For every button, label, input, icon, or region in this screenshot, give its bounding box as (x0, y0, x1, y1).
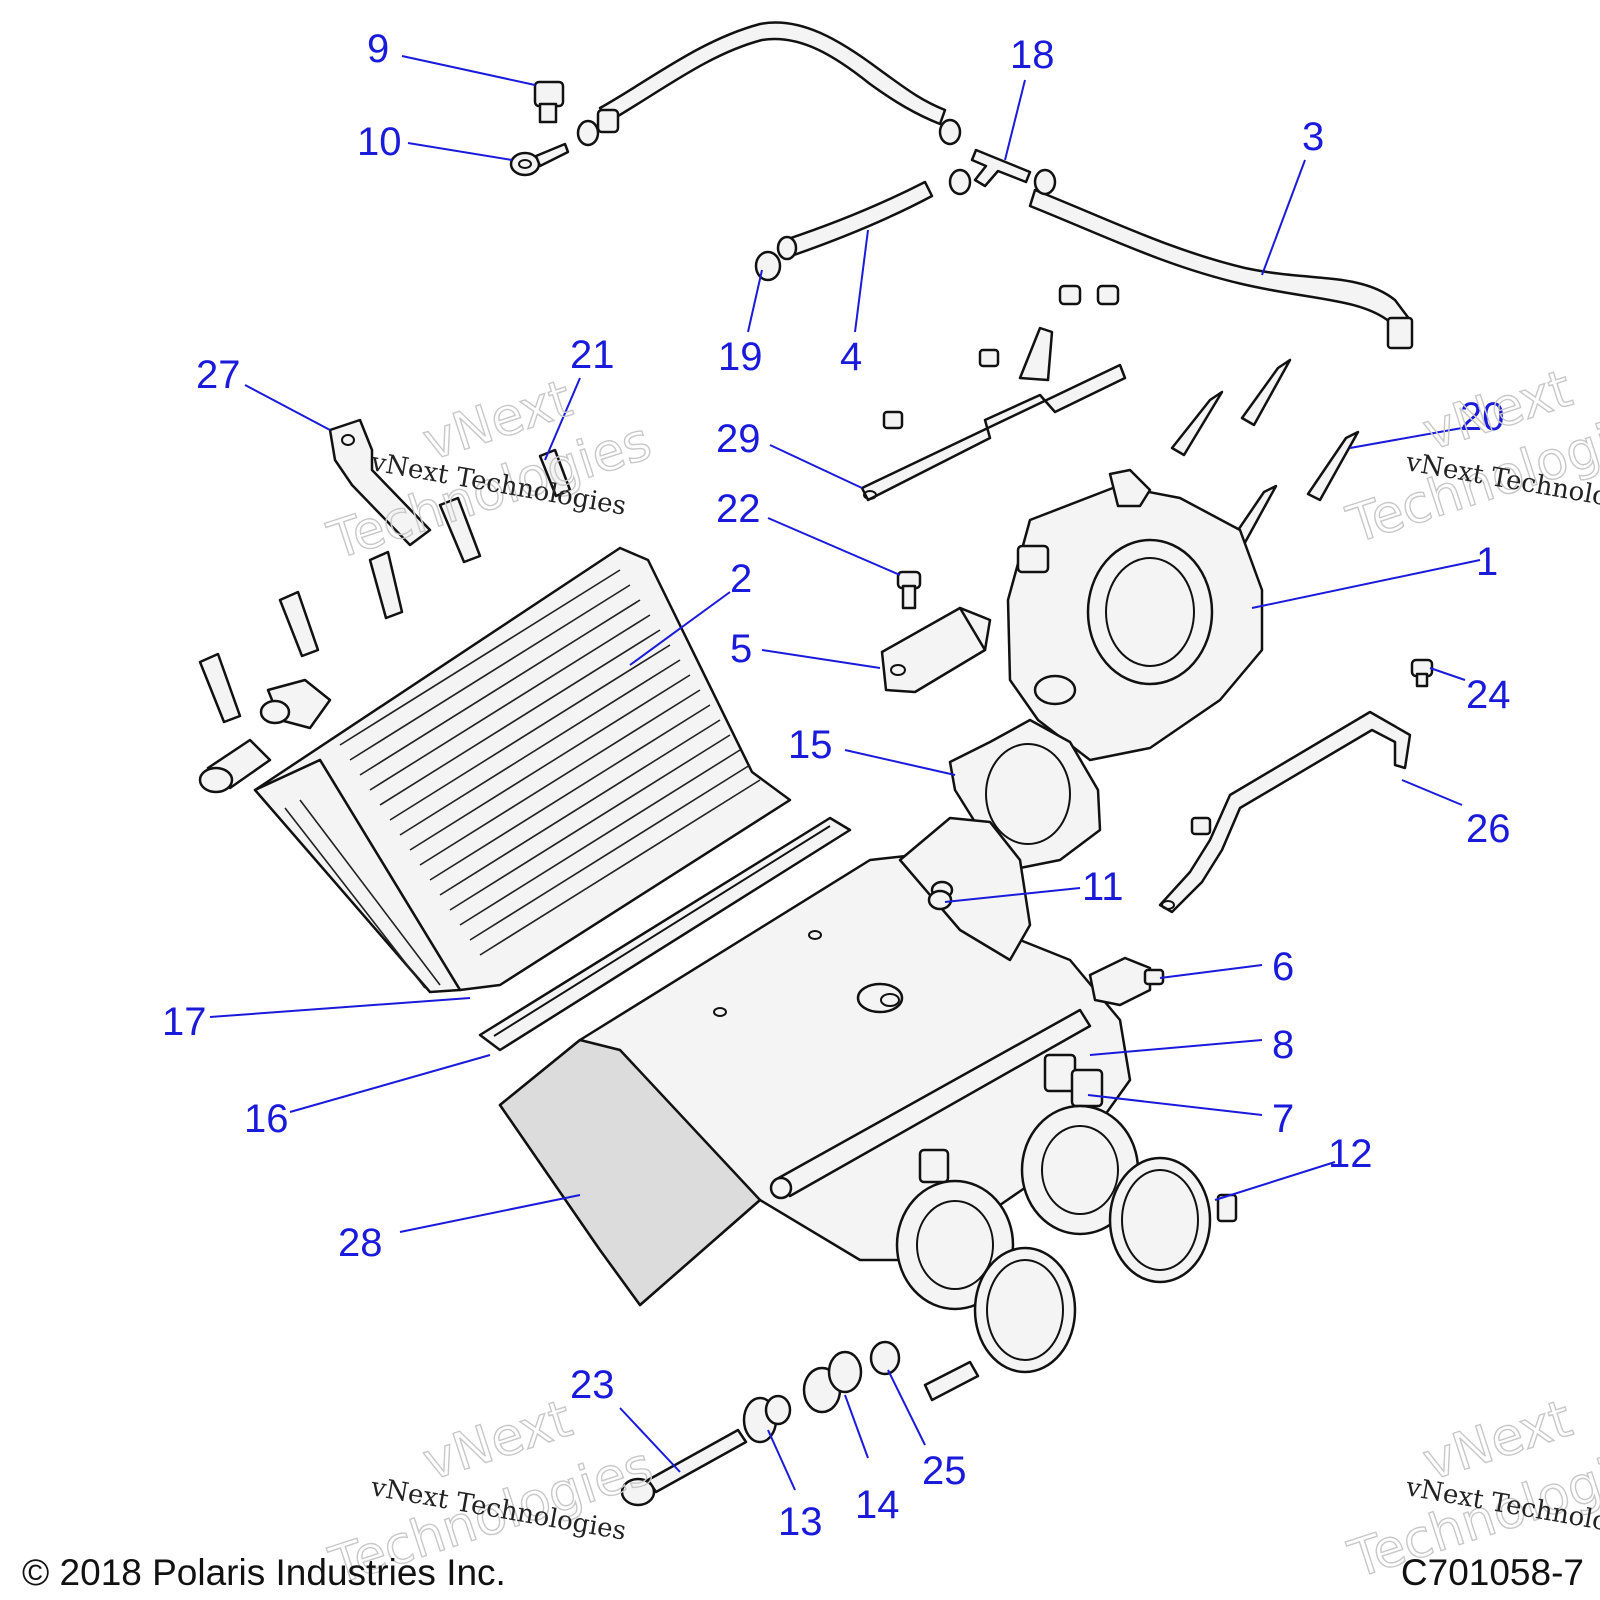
callout-5: 5 (730, 627, 752, 671)
leader-24 (1429, 667, 1466, 681)
leader-25 (887, 1369, 926, 1446)
part-washer-13 (742, 1394, 792, 1444)
part-throttle-body-1 (1006, 468, 1264, 762)
leader-7 (1087, 1094, 1263, 1116)
leader-4 (854, 229, 869, 333)
leader-18 (1004, 79, 1026, 161)
part-fuel-rail (769, 956, 1165, 1200)
callout-15: 15 (788, 723, 833, 767)
watermark-top-right: vNext Technologies (1339, 358, 1600, 556)
leader-6 (1159, 964, 1263, 979)
part-clamp-19 (754, 250, 782, 282)
callout-3: 3 (1302, 115, 1324, 159)
leader-23 (619, 1407, 681, 1473)
leader-8 (1089, 1039, 1263, 1056)
part-bolt-9 (533, 80, 565, 124)
part-grommet-25 (869, 1340, 901, 1376)
part-intercooler-2 (198, 546, 792, 994)
leader-3 (1261, 159, 1306, 276)
callout-14: 14 (855, 1483, 900, 1527)
part-bracket-26 (1158, 710, 1412, 914)
leader-2 (629, 591, 731, 666)
part-bracket-27 (328, 418, 432, 547)
part-screw-24 (1410, 658, 1434, 688)
callout-10: 10 (357, 120, 402, 164)
callout-23: 23 (570, 1363, 615, 1407)
part-bracket-29 (860, 284, 1127, 502)
callout-4: 4 (840, 335, 862, 379)
callout-1: 1 (1476, 540, 1498, 584)
callout-13: 13 (778, 1500, 823, 1544)
leader-17 (209, 997, 471, 1018)
callout-2: 2 (730, 557, 752, 601)
leader-11 (944, 887, 1081, 903)
leader-27 (244, 384, 331, 431)
leader-21 (544, 377, 581, 461)
leader-22 (767, 517, 901, 576)
callout-29: 29 (716, 417, 761, 461)
callout-6: 6 (1272, 945, 1294, 989)
callout-26: 26 (1466, 807, 1511, 851)
callout-16: 16 (244, 1097, 289, 1141)
leader-29 (769, 444, 863, 489)
callout-22: 22 (716, 487, 761, 531)
leader-26 (1401, 779, 1463, 806)
leader-28 (399, 1194, 581, 1233)
leader-16 (289, 1054, 491, 1113)
callout-18: 18 (1010, 33, 1055, 77)
part-banjo-fitting-10 (509, 108, 620, 177)
callout-27: 27 (196, 353, 241, 397)
leader-1 (1251, 559, 1481, 609)
part-grommet-11 (927, 889, 953, 911)
part-breather-hose-3 (598, 21, 1414, 350)
part-clamps-12 (923, 1156, 1238, 1402)
figure-code: C701058-7 (1400, 1552, 1584, 1593)
callout-21: 21 (570, 333, 615, 377)
callout-11: 11 (1082, 865, 1124, 909)
part-bolts-21 (198, 448, 572, 724)
leader-20 (1349, 427, 1463, 449)
callout-24: 24 (1466, 673, 1511, 717)
leader-9 (401, 55, 536, 86)
leader-lines (209, 55, 1481, 1491)
part-bushing-14 (802, 1350, 863, 1414)
part-tee-fitting-18 (938, 118, 1057, 196)
leader-13 (767, 1429, 796, 1491)
part-hose-4 (776, 180, 934, 261)
callout-28: 28 (338, 1221, 383, 1265)
part-seal-16 (478, 816, 852, 1052)
leader-14 (844, 1394, 869, 1459)
part-throttle-ports (895, 1104, 1140, 1311)
leader-19 (747, 269, 763, 333)
callout-7: 7 (1272, 1097, 1294, 1141)
leader-12 (1214, 1161, 1336, 1201)
part-bolt-23 (620, 1428, 748, 1507)
callout-20: 20 (1460, 395, 1505, 439)
callout-25: 25 (922, 1449, 967, 1493)
callout-9: 9 (367, 27, 389, 71)
part-sensor-5 (880, 606, 992, 694)
copyright-notice: © 2018 Polaris Industries Inc. (22, 1552, 506, 1593)
callout-17: 17 (162, 1000, 207, 1044)
leader-5 (761, 649, 881, 669)
callout-8: 8 (1272, 1023, 1294, 1067)
callout-12: 12 (1328, 1132, 1373, 1176)
part-screw-22 (896, 570, 922, 610)
leader-10 (407, 142, 513, 161)
callout-labels: 1 2 3 4 5 6 7 8 9 10 11 12 13 14 15 16 1… (162, 27, 1511, 1544)
callout-19: 19 (718, 335, 763, 379)
leader-15 (844, 749, 956, 776)
